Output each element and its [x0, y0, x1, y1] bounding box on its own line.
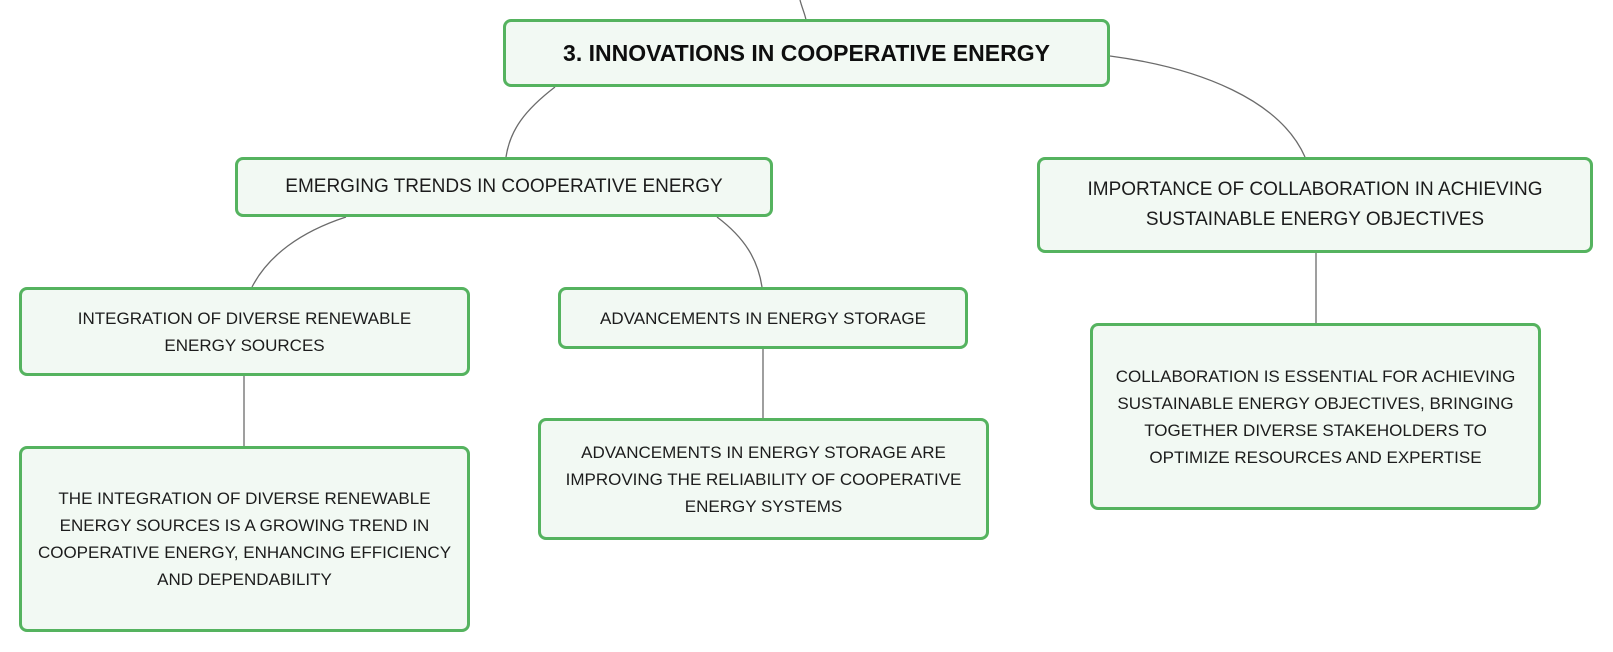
root-node-label: 3. INNOVATIONS IN COOPERATIVE ENERGY — [563, 39, 1050, 66]
branch-node-collaboration[interactable]: IMPORTANCE OF COLLABORATION IN ACHIEVING… — [1037, 157, 1593, 253]
detail-node-storage-text: ADVANCEMENTS IN ENERGY STORAGE ARE IMPRO… — [565, 442, 962, 516]
branch-node-collaboration-label: IMPORTANCE OF COLLABORATION IN ACHIEVING… — [1087, 179, 1543, 230]
topic-node-storage-label: ADVANCEMENTS IN ENERGY STORAGE — [600, 308, 926, 328]
root-node[interactable]: 3. INNOVATIONS IN COOPERATIVE ENERGY — [503, 19, 1110, 87]
topic-node-storage[interactable]: ADVANCEMENTS IN ENERGY STORAGE — [558, 287, 968, 349]
connector-root-to-collaboration — [1109, 55, 1306, 158]
connector-emerging-trends-to-integration — [251, 216, 347, 288]
detail-node-storage[interactable]: ADVANCEMENTS IN ENERGY STORAGE ARE IMPRO… — [538, 418, 989, 540]
branch-node-emerging-trends-label: EMERGING TRENDS IN COOPERATIVE ENERGY — [285, 176, 723, 197]
connector-emerging-trends-to-storage — [716, 216, 763, 288]
topic-node-integration-label: INTEGRATION OF DIVERSE RENEWABLE ENERGY … — [77, 308, 412, 355]
branch-node-emerging-trends[interactable]: EMERGING TRENDS IN COOPERATIVE ENERGY — [235, 157, 773, 217]
detail-node-integration-text: THE INTEGRATION OF DIVERSE RENEWABLE ENE… — [37, 489, 452, 589]
detail-node-collaboration[interactable]: COLLABORATION IS ESSENTIAL FOR ACHIEVING… — [1090, 323, 1541, 510]
detail-node-collaboration-text: COLLABORATION IS ESSENTIAL FOR ACHIEVING… — [1115, 366, 1516, 467]
detail-node-integration[interactable]: THE INTEGRATION OF DIVERSE RENEWABLE ENE… — [19, 446, 470, 632]
connector-root-to-emerging-trends — [505, 86, 556, 158]
topic-node-integration[interactable]: INTEGRATION OF DIVERSE RENEWABLE ENERGY … — [19, 287, 470, 376]
connector-parent-to-root — [799, 0, 807, 21]
